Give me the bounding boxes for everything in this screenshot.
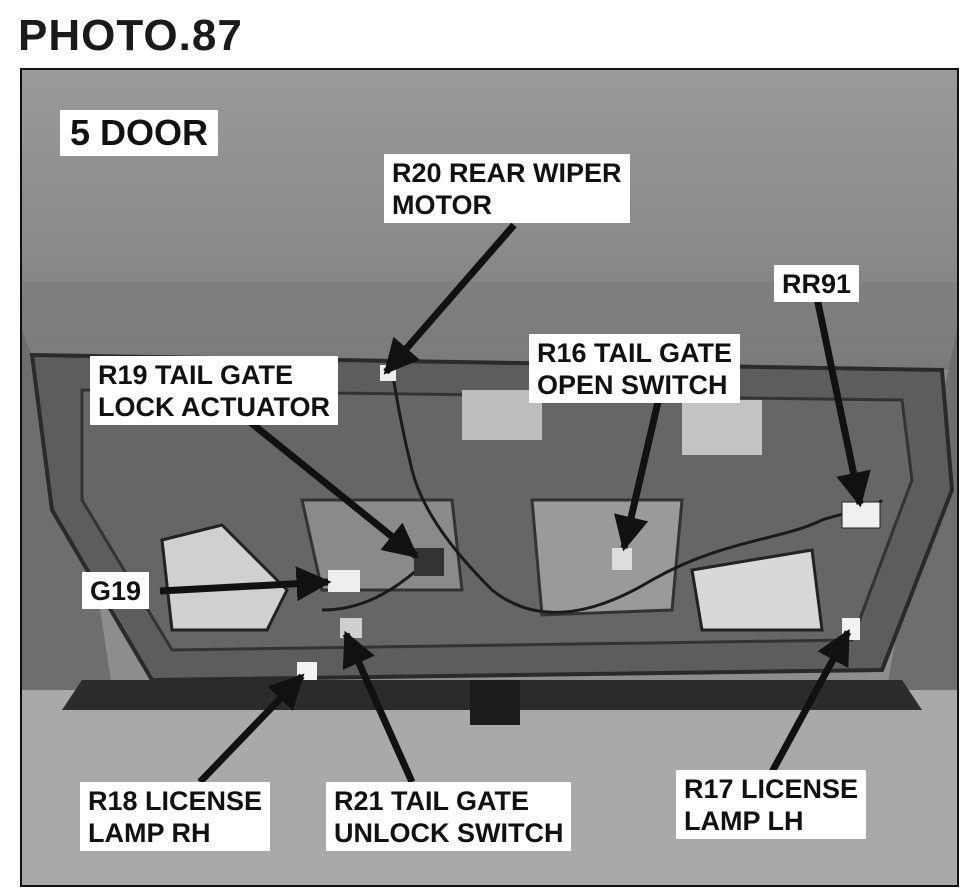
opening-center-right bbox=[530, 498, 684, 617]
callout-line: RR91 bbox=[782, 269, 852, 299]
callout-r21-tail-gate-unlock-switch: R21 TAIL GATE UNLOCK SWITCH bbox=[326, 782, 572, 851]
wiring-branch bbox=[321, 568, 418, 612]
callout-line: OPEN SWITCH bbox=[537, 370, 728, 400]
callout-line: R19 TAIL GATE bbox=[98, 360, 294, 390]
tape-patch-2 bbox=[682, 400, 762, 455]
connector-r16 bbox=[612, 548, 632, 570]
callout-line: R21 TAIL GATE bbox=[334, 786, 530, 816]
callout-r20-rear-wiper-motor: R20 REAR WIPER MOTOR bbox=[384, 154, 630, 223]
page-title: PHOTO.87 bbox=[18, 11, 243, 60]
callout-line: LAMP LH bbox=[684, 806, 804, 836]
arrow-r19 bbox=[247, 419, 419, 559]
callout-line: R16 TAIL GATE bbox=[537, 338, 733, 368]
arrow-r21 bbox=[342, 630, 416, 784]
callout-line: UNLOCK SWITCH bbox=[334, 818, 564, 848]
callout-r19-tail-gate-lock-actuator: R19 TAIL GATE LOCK ACTUATOR bbox=[90, 356, 338, 425]
opening-left bbox=[160, 523, 289, 632]
connector-r21 bbox=[340, 618, 362, 638]
connector-r19 bbox=[414, 548, 444, 576]
wiring-harness bbox=[390, 369, 884, 614]
arrow-r20 bbox=[383, 222, 517, 375]
door-type-badge: 5 DOOR bbox=[60, 110, 219, 156]
callout-r16-tail-gate-open-switch: R16 TAIL GATE OPEN SWITCH bbox=[529, 334, 741, 403]
callout-line: R20 REAR WIPER bbox=[392, 158, 622, 188]
connector-rr91 bbox=[841, 501, 881, 529]
callout-line: LAMP RH bbox=[88, 818, 211, 848]
callout-line: LOCK ACTUATOR bbox=[98, 392, 330, 422]
opening-center-left bbox=[300, 498, 464, 592]
tailgate-photo: 5 DOOR R20 REAR WIPER MOTOR RR91 R19 TAI… bbox=[20, 68, 959, 887]
arrow-g19 bbox=[159, 566, 332, 602]
callout-g19: G19 bbox=[82, 572, 150, 609]
callout-line: MOTOR bbox=[392, 190, 492, 220]
callout-line: R17 LICENSE bbox=[684, 774, 859, 804]
connector-g19 bbox=[328, 570, 360, 592]
callout-r17-license-lamp-lh: R17 LICENSE LAMP LH bbox=[676, 770, 867, 839]
arrow-rr91 bbox=[813, 297, 871, 508]
callout-line: R18 LICENSE bbox=[88, 786, 263, 816]
callout-rr91: RR91 bbox=[774, 265, 860, 302]
latch bbox=[470, 680, 520, 725]
arrow-r17 bbox=[768, 628, 852, 774]
arrow-r18 bbox=[197, 673, 305, 785]
callout-r18-license-lamp-rh: R18 LICENSE LAMP RH bbox=[80, 782, 271, 851]
arrow-r16 bbox=[614, 401, 662, 552]
tape-patch-1 bbox=[462, 390, 542, 440]
callout-line: G19 bbox=[90, 576, 142, 606]
